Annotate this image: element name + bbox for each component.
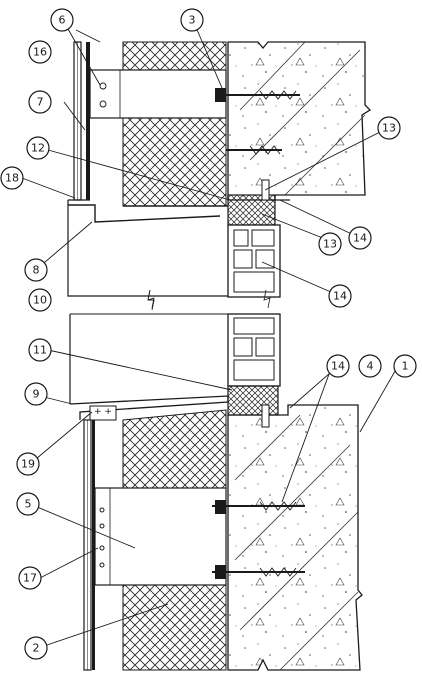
upper-concrete-wall (227, 41, 372, 201)
svg-text:8: 8 (33, 264, 40, 277)
svg-text:19: 19 (21, 458, 35, 471)
upper-bracket (89, 69, 227, 119)
callout-9: 9 (24, 382, 48, 406)
svg-text:13: 13 (382, 122, 396, 135)
callout-8: 8 (24, 258, 48, 282)
svg-text:12: 12 (31, 142, 45, 155)
lower-insulation (122, 409, 227, 671)
svg-text:14: 14 (353, 232, 367, 245)
svg-text:+ +: + + (94, 407, 112, 417)
window-sill: + + (69, 395, 229, 421)
callout-11: 11 (28, 338, 52, 362)
svg-text:4: 4 (367, 360, 374, 373)
head-flashing (67, 200, 228, 297)
callout-13-top: 13 (377, 116, 401, 140)
callout-5: 5 (16, 492, 40, 516)
svg-text:1: 1 (402, 360, 409, 373)
callout-14-mid: 14 (328, 284, 352, 308)
window-frame-upper (227, 179, 290, 298)
callout-13-mid: 13 (318, 232, 342, 256)
callout-10: 10 (28, 288, 52, 312)
leader-lines (21, 21, 399, 647)
svg-text:11: 11 (33, 344, 47, 357)
svg-text:18: 18 (5, 172, 19, 185)
callout-14-top: 14 (348, 226, 372, 250)
svg-text:5: 5 (25, 498, 32, 511)
callout-3: 3 (180, 8, 204, 32)
anchor-upper-1 (226, 90, 300, 100)
callout-6: 6 (50, 8, 74, 32)
svg-text:6: 6 (59, 14, 66, 27)
lower-concrete-wall (227, 404, 363, 671)
callout-7: 7 (28, 90, 52, 114)
anchor-upper-2 (226, 145, 282, 155)
callout-17: 17 (18, 566, 42, 590)
lower-bracket (94, 487, 227, 586)
break-lines (147, 289, 155, 311)
svg-text:7: 7 (37, 96, 44, 109)
svg-text:14: 14 (331, 360, 345, 373)
callout-16: 16 (28, 40, 52, 64)
callout-19: 19 (16, 452, 40, 476)
anchor-lower-2 (212, 567, 305, 577)
callout-12: 12 (26, 136, 50, 160)
upper-cladding (68, 41, 90, 201)
svg-text:16: 16 (33, 46, 47, 59)
upper-insulation (122, 41, 227, 207)
callout-1: 1 (393, 354, 417, 378)
callout-14-low: 14 (326, 354, 350, 378)
svg-text:14: 14 (333, 290, 347, 303)
svg-text:2: 2 (33, 642, 40, 655)
svg-text:10: 10 (33, 294, 47, 307)
svg-text:3: 3 (189, 14, 196, 27)
anchor-lower-1 (212, 501, 305, 511)
window-frame-lower (69, 313, 281, 428)
lower-cladding (83, 419, 95, 671)
svg-text:17: 17 (23, 572, 37, 585)
callout-4: 4 (358, 354, 382, 378)
callout-18: 18 (0, 166, 24, 190)
svg-text:13: 13 (323, 238, 337, 251)
svg-text:9: 9 (33, 388, 40, 401)
callout-2: 2 (24, 636, 48, 660)
